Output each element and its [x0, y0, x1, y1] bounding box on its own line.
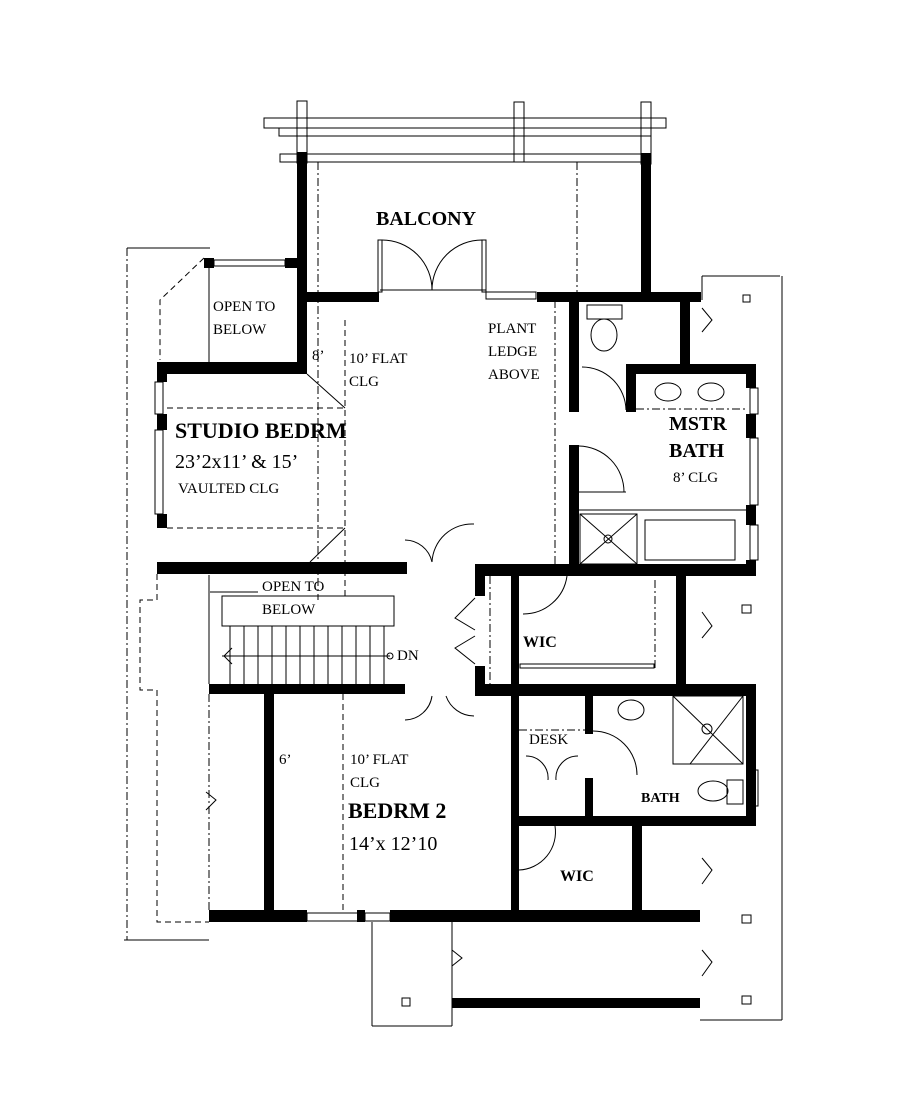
wic-upper-label: WIC — [523, 634, 557, 651]
open-to-below-stair-line2: BELOW — [262, 602, 316, 618]
pergola-beams — [263, 100, 667, 165]
open-to-below-top-area — [126, 247, 307, 940]
bedrm-2-name: BEDRM 2 — [348, 798, 447, 823]
bedroom-2-walls — [124, 574, 700, 941]
plant-ledge-line1: PLANT — [488, 321, 537, 337]
studio-bedrm-name: STUDIO BEDRM — [175, 418, 347, 443]
bottom-landing — [371, 922, 700, 1027]
mstr-bath-line1: MSTR — [669, 413, 727, 435]
master-bath-walls — [569, 300, 759, 576]
bedrm-2-flat-ceiling-line1: 10’ FLAT — [350, 752, 409, 768]
studio-height-mark: 8’ — [312, 348, 325, 364]
balcony-walls — [297, 152, 701, 600]
open-to-below-stair-line1: OPEN TO — [262, 579, 325, 595]
plant-ledge-line3: ABOVE — [488, 367, 540, 383]
studio-flat-ceiling-line1: 10’ FLAT — [349, 351, 408, 367]
stair-down-label: DN — [397, 648, 419, 664]
mstr-bath-ceiling: 8’ CLG — [673, 470, 719, 486]
bedrm-2-size: 14’x 12’10 — [349, 833, 438, 855]
studio-bedrm-ceiling: VAULTED CLG — [178, 481, 280, 497]
hall-doors — [404, 523, 755, 721]
right-exterior — [700, 275, 783, 1021]
wic-lower-label: WIC — [560, 868, 594, 885]
studio-bedroom-walls — [154, 300, 575, 600]
wic-upper-walls — [511, 575, 686, 816]
balcony-label: BALCONY — [376, 208, 477, 230]
open-to-below-top-line2: BELOW — [213, 322, 267, 338]
balcony-double-door — [377, 239, 537, 300]
stair — [208, 575, 405, 694]
desk-label: DESK — [529, 732, 569, 748]
open-to-below-top-line1: OPEN TO — [213, 299, 276, 315]
studio-flat-ceiling-line2: CLG — [349, 374, 379, 390]
bath-desk-walls — [511, 684, 759, 826]
studio-bedrm-size: 23’2x11’ & 15’ — [175, 451, 299, 473]
bedrm-2-flat-ceiling-line2: CLG — [350, 775, 380, 791]
plant-ledge-line2: LEDGE — [488, 344, 538, 360]
bath-label: BATH — [641, 791, 680, 806]
bedrm-2-height-mark: 6’ — [279, 752, 292, 768]
mstr-bath-line2: BATH — [669, 440, 725, 462]
